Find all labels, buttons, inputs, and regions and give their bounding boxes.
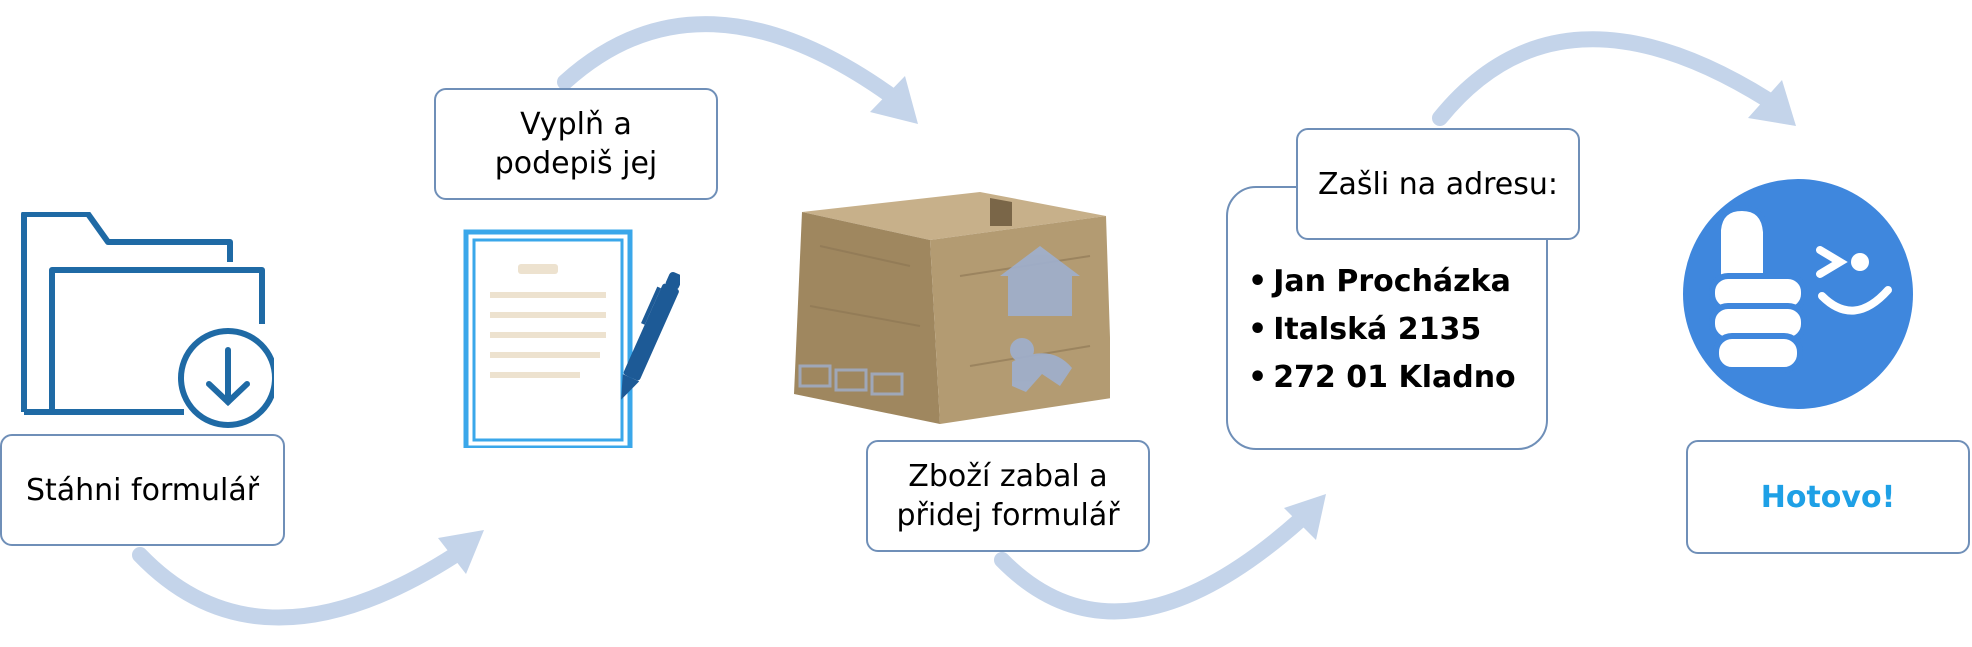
arrow-4-head — [1748, 80, 1796, 126]
step-send-box: Zašli na adresu: — [1296, 128, 1580, 240]
thumbs-up-smiley-icon — [1683, 179, 1913, 409]
arrow-1-head — [438, 530, 484, 574]
address-line: 272 01 Kladno — [1248, 354, 1515, 402]
arrow-3 — [994, 512, 1308, 620]
step-pack-line1: Zboží zabal a — [908, 459, 1108, 494]
step-send-label: Zašli na adresu: — [1317, 166, 1558, 202]
folder-download-icon — [21, 212, 274, 428]
step-download-box: Stáhni formulář — [0, 434, 285, 546]
arrow-2-head — [870, 76, 918, 124]
step-pack-box: Zboží zabal a přidej formulář — [866, 440, 1150, 552]
address-list: Jan Procházka Italská 2135 272 01 Kladno — [1248, 258, 1516, 402]
address-line: Italská 2135 — [1248, 306, 1516, 354]
arrow-2 — [557, 16, 898, 103]
step-fill-box: Vyplň a podepiš jej — [434, 88, 718, 200]
arrow-3-head — [1284, 494, 1326, 540]
address-line: Jan Procházka — [1248, 258, 1516, 306]
step-done-label: Hotovo! — [1760, 479, 1896, 515]
step-fill-line2: podepiš jej — [494, 146, 658, 181]
arrow-1 — [132, 547, 463, 626]
step-download-label: Stáhni formulář — [25, 472, 260, 508]
arrow-4 — [1432, 31, 1776, 126]
cardboard-box-icon — [794, 192, 1110, 424]
step-pack-line2: přidej formulář — [896, 498, 1120, 533]
step-fill-line1: Vyplň a — [520, 107, 632, 142]
document-pen-icon — [463, 229, 680, 448]
step-done-box: Hotovo! — [1686, 440, 1970, 554]
